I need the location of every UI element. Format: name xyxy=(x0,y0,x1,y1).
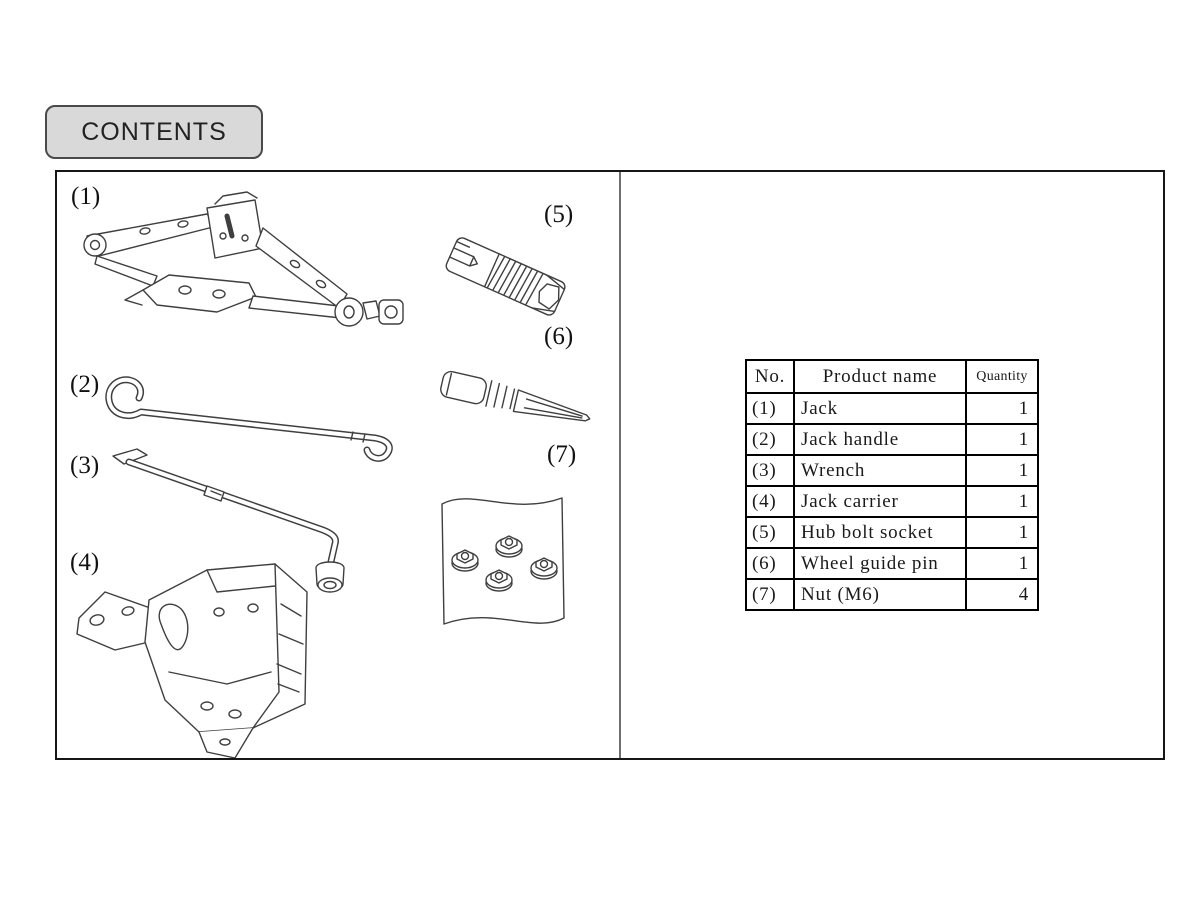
part-label-5: (5) xyxy=(544,201,574,228)
row-no: (6) xyxy=(745,547,795,580)
col-header-no: No. xyxy=(745,359,795,394)
row-quantity: 1 xyxy=(965,392,1039,425)
jack-carrier-drawing xyxy=(76,563,308,758)
table-row: (4) Jack carrier 1 xyxy=(745,485,1039,518)
table-row: (1) Jack 1 xyxy=(745,392,1039,425)
table-row: (6) Wheel guide pin 1 xyxy=(745,547,1039,580)
table-header-row: No. Product name Quantity xyxy=(745,359,1039,394)
table-row: (7) Nut (M6) 4 xyxy=(745,578,1039,611)
row-product: Hub bolt socket xyxy=(793,516,967,549)
table-row: (5) Hub bolt socket 1 xyxy=(745,516,1039,549)
col-header-quantity: Quantity xyxy=(965,359,1039,394)
row-quantity: 1 xyxy=(965,485,1039,518)
panel-divider xyxy=(619,172,621,758)
row-no: (1) xyxy=(745,392,795,425)
row-no: (5) xyxy=(745,516,795,549)
row-quantity: 1 xyxy=(965,423,1039,456)
hub-bolt-socket-drawing xyxy=(445,237,566,316)
jack-handle-drawing xyxy=(105,376,393,462)
part-label-2: (2) xyxy=(70,371,100,398)
row-no: (3) xyxy=(745,454,795,487)
part-label-3: (3) xyxy=(70,452,100,479)
row-product: Wrench xyxy=(793,454,967,487)
contents-panel: (1) (2) (3) (4) (5) (6) (7) xyxy=(55,170,1165,760)
table-row: (3) Wrench 1 xyxy=(745,454,1039,487)
col-header-product: Product name xyxy=(793,359,967,394)
wheel-guide-pin-drawing xyxy=(440,370,591,422)
parts-table: No. Product name Quantity (1) Jack 1 (2)… xyxy=(745,359,1039,611)
row-no: (7) xyxy=(745,578,795,611)
row-quantity: 4 xyxy=(965,578,1039,611)
row-quantity: 1 xyxy=(965,516,1039,549)
row-quantity: 1 xyxy=(965,547,1039,580)
wrench-drawing xyxy=(112,448,345,593)
parts-illustration xyxy=(76,191,591,758)
contents-heading: CONTENTS xyxy=(45,105,263,159)
part-label-1: (1) xyxy=(71,183,101,210)
row-product: Nut (M6) xyxy=(793,578,967,611)
row-quantity: 1 xyxy=(965,454,1039,487)
contents-heading-label: CONTENTS xyxy=(81,117,227,146)
nuts-drawing xyxy=(441,497,565,625)
part-label-7: (7) xyxy=(547,441,577,468)
jack-drawing xyxy=(83,191,404,327)
row-no: (2) xyxy=(745,423,795,456)
table-row: (2) Jack handle 1 xyxy=(745,423,1039,456)
row-product: Jack carrier xyxy=(793,485,967,518)
row-product: Jack xyxy=(793,392,967,425)
row-no: (4) xyxy=(745,485,795,518)
row-product: Wheel guide pin xyxy=(793,547,967,580)
row-product: Jack handle xyxy=(793,423,967,456)
part-label-6: (6) xyxy=(544,323,574,350)
part-label-4: (4) xyxy=(70,549,100,576)
